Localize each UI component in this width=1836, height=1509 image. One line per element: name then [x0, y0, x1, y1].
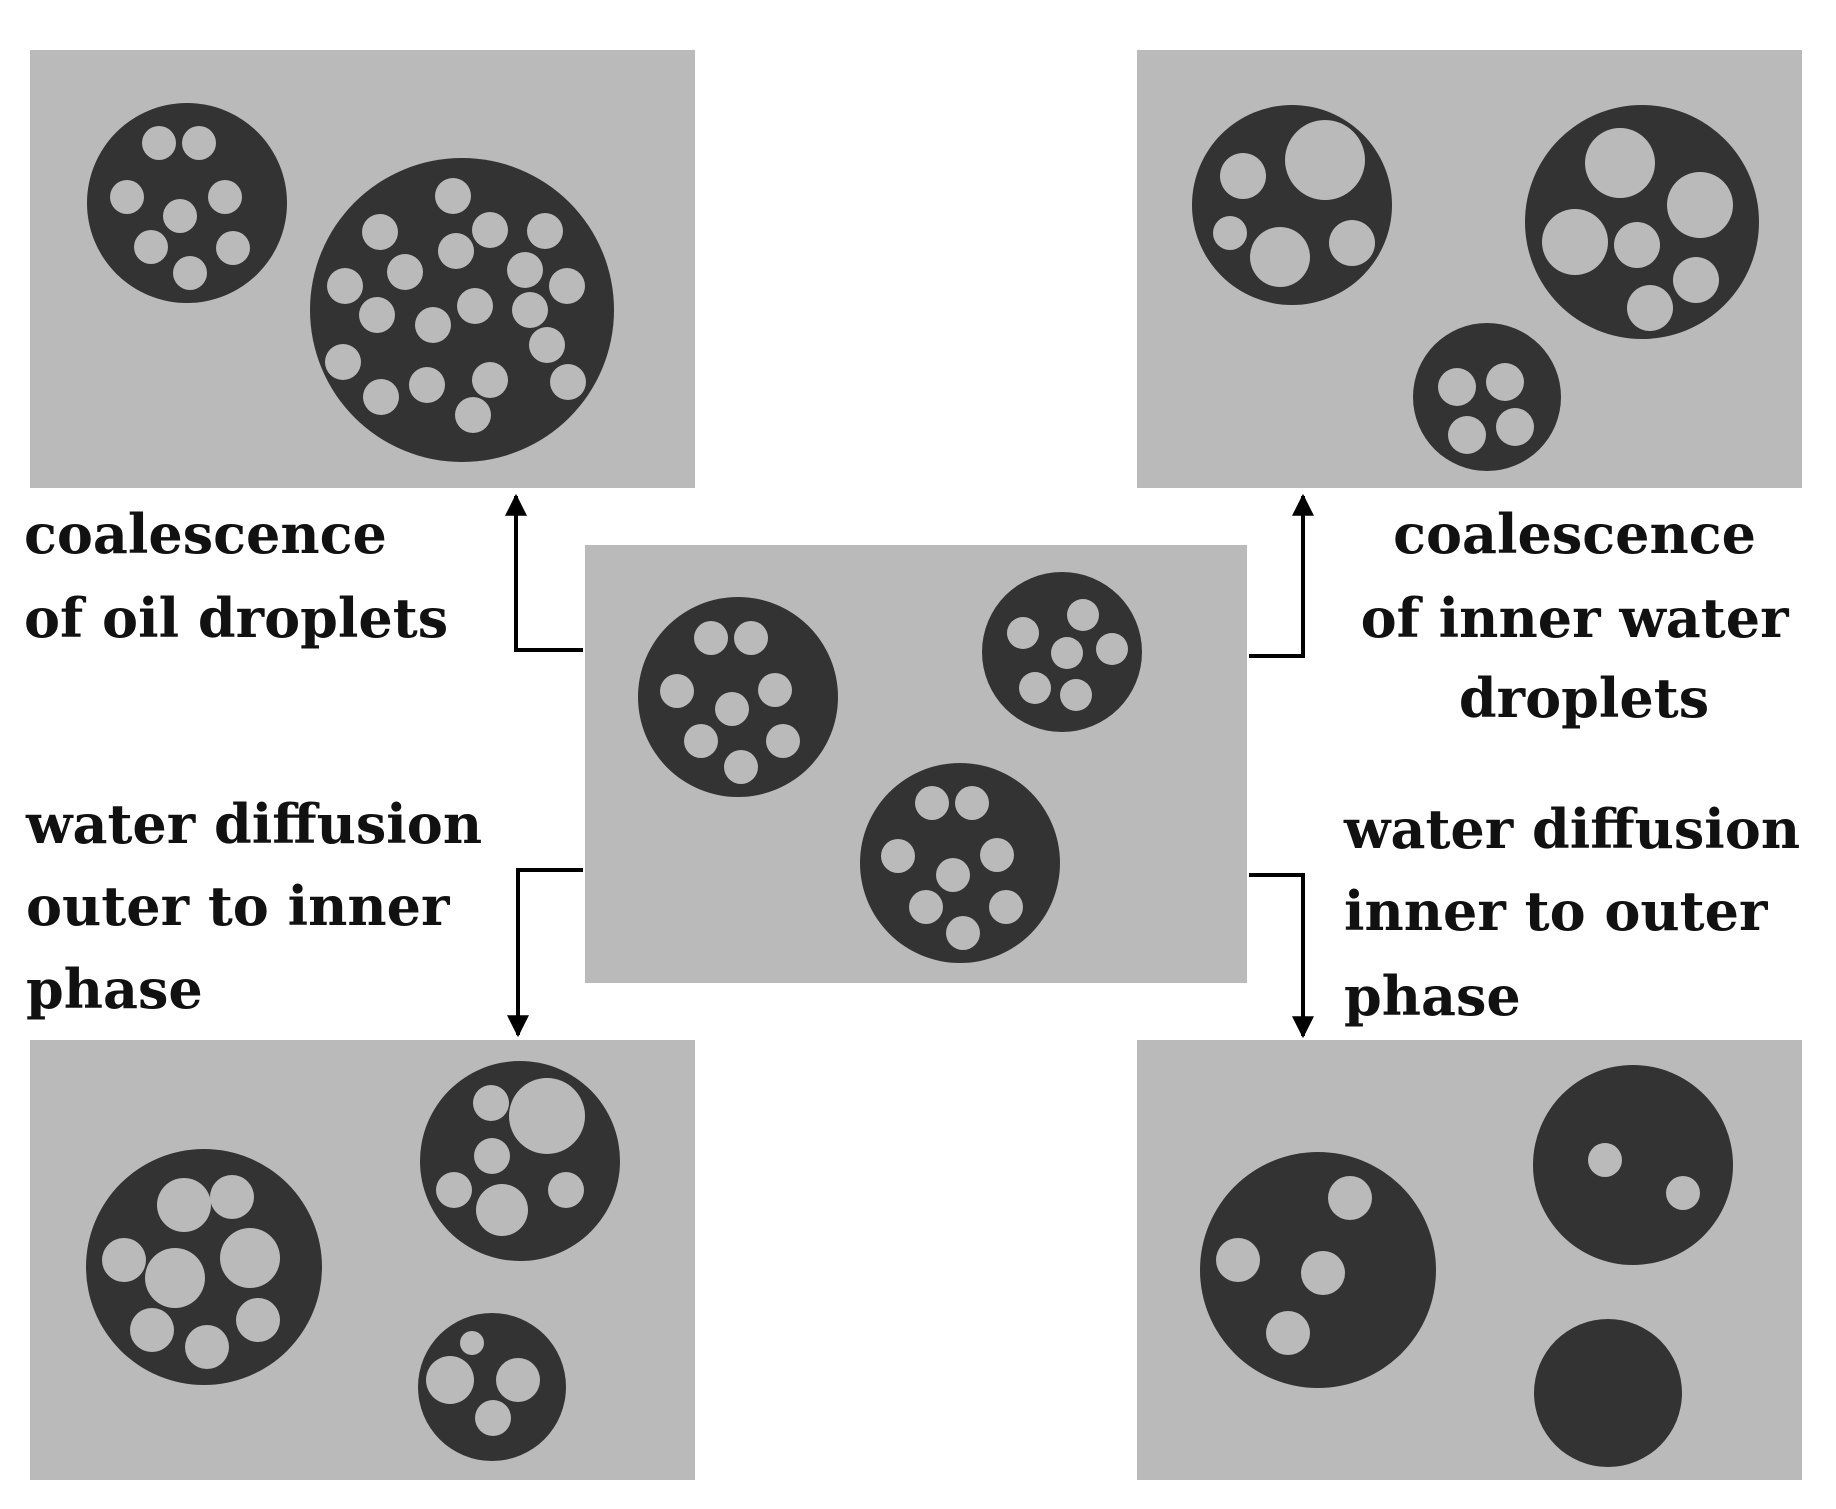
double-emulsion-droplet [1192, 105, 1392, 305]
label-inner-water-coalescence: coalescence of inner water droplets [1361, 502, 1808, 730]
label-line: water diffusion [25, 792, 482, 856]
double-emulsion-droplet [982, 572, 1142, 732]
label-line: of inner water [1361, 586, 1789, 650]
shrunk-double-emulsion-droplet [1533, 1065, 1733, 1265]
panel-top-left [30, 50, 695, 488]
label-line: outer to inner [26, 874, 450, 938]
label-line: coalescence [24, 502, 387, 566]
coalesced-oil-droplet [310, 158, 614, 462]
label-line: of oil droplets [24, 586, 448, 650]
panel-center [585, 545, 1247, 983]
label-line: coalescence [1393, 502, 1756, 566]
double-emulsion-droplet [860, 763, 1060, 963]
panel-top-right [1137, 50, 1802, 488]
double-emulsion-droplet [1525, 105, 1759, 339]
arrow-to-inner-to-outer-diffusion [1249, 873, 1314, 1039]
double-emulsion-droplet [87, 103, 287, 303]
swollen-double-emulsion-droplet [420, 1061, 620, 1261]
label-oil-coalescence: coalescence of oil droplets [24, 502, 448, 650]
oil-droplet-without-water [1534, 1319, 1682, 1467]
swollen-double-emulsion-droplet [418, 1313, 566, 1461]
label-line: phase [26, 957, 203, 1021]
panel-bottom-right [1137, 1040, 1802, 1480]
arrow-to-water-coalescence [1249, 493, 1314, 658]
label-line: water diffusion [1343, 797, 1800, 861]
label-outer-to-inner-diffusion: water diffusion outer to inner phase [25, 792, 501, 1021]
shrunk-double-emulsion-droplet [1200, 1152, 1436, 1388]
label-line: phase [1344, 964, 1521, 1028]
arrow-to-oil-coalescence [505, 493, 583, 652]
label-inner-to-outer-diffusion: water diffusion inner to outer phase [1343, 797, 1819, 1028]
arrow-to-outer-to-inner-diffusion [507, 868, 583, 1038]
panel-bottom-left [30, 1040, 695, 1480]
double-emulsion-droplet [1413, 323, 1561, 471]
swollen-double-emulsion-droplet [86, 1149, 322, 1385]
label-line: inner to outer [1344, 879, 1768, 943]
label-line: droplets [1459, 666, 1709, 730]
double-emulsion-droplet [638, 597, 838, 797]
